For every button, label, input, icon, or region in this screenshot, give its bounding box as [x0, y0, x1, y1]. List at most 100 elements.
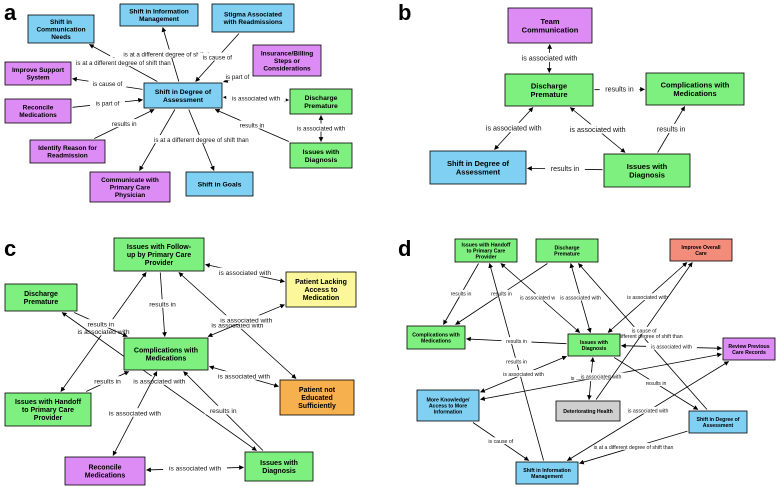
edge-b2-b5: is associated with	[563, 107, 632, 153]
node-d8: Deteriorating Health	[555, 400, 621, 422]
node-box	[555, 400, 621, 422]
node-label-line: Issues with Handoff	[15, 399, 82, 406]
edge-label: is associated with	[651, 345, 692, 351]
edge-label-background	[651, 123, 691, 134]
edge-a6-a12: is at a different degree of shift than	[140, 109, 263, 171]
node-label-line: Information	[434, 409, 463, 415]
node-box	[567, 333, 621, 357]
edge-d5-d3: is associated with	[607, 262, 688, 333]
node-label-line: Communication	[522, 25, 579, 34]
node-label-line: Patient not	[299, 387, 336, 394]
edge-label: is associated with	[522, 55, 578, 63]
edge-label-background	[515, 52, 584, 63]
edge-label: results in	[506, 339, 527, 345]
edge-label-background	[555, 293, 606, 301]
node-label-line: Deteriorating Health	[563, 409, 613, 415]
edge-label-background	[198, 52, 237, 61]
edge-label-background	[484, 437, 518, 445]
edge-label: results in	[149, 301, 176, 308]
edge-d9-d10: is at a different degree of shift than	[579, 430, 688, 465]
node-box	[143, 82, 223, 109]
node-box	[289, 142, 353, 169]
node-label-line: Shift in Degree of	[697, 417, 740, 423]
node-label-line: Shift in Degree of	[155, 89, 212, 96]
node-label-line: Provider	[34, 415, 63, 422]
edge-d7-d10: is cause of	[472, 422, 530, 461]
edge-a6-a5: is cause of	[72, 77, 143, 90]
node-label-line: Identify Reason for	[38, 145, 97, 152]
edge-label-background	[213, 267, 277, 277]
edge-label: is associated with	[628, 409, 669, 415]
edge-c5-c4: is associated with	[209, 365, 279, 388]
edge-label-background	[622, 406, 674, 414]
edge-label: results in	[506, 360, 527, 366]
edge-label-background	[62, 58, 185, 67]
node-label-line: Assessment	[163, 97, 204, 104]
node-label-line: Premature	[304, 103, 338, 110]
edge-label-background	[226, 93, 286, 102]
node-label-line: Review Previous	[728, 344, 769, 350]
edge-label: is at a different degree of shift than	[123, 51, 218, 58]
node-box	[119, 3, 199, 27]
node-label-line: Medications	[19, 112, 57, 119]
node-label-line: Issues with Handoff	[462, 242, 511, 248]
node-box	[4, 392, 92, 427]
node-label-line: Diagnosis	[582, 346, 607, 352]
panel-letter-d: d	[398, 236, 411, 261]
node-label-line: Access to	[304, 287, 337, 294]
node-label-line: Medications	[85, 472, 126, 479]
node-box	[244, 451, 314, 482]
edge-b5-b3: results in	[651, 106, 691, 153]
node-box	[722, 337, 776, 361]
edge-label: is associated with	[109, 410, 161, 417]
edge-label: results in	[605, 86, 633, 94]
edge-label-background	[599, 83, 640, 94]
node-label-line: Steps or	[274, 58, 300, 65]
edge-d8-d3: is cause of	[595, 262, 693, 400]
node-label-line: Insurance/Billing	[261, 50, 313, 57]
node-label-line: Needs	[51, 34, 71, 41]
node-box	[688, 410, 748, 434]
edge-label: is associated with	[232, 96, 281, 103]
node-label-line: Reconcile	[88, 464, 121, 471]
edge-label: results in	[87, 321, 114, 328]
edge-c1-c4: results in	[143, 272, 182, 337]
edge-label: is at a different degree of shift than	[154, 137, 249, 144]
node-label-line: Educated	[301, 395, 333, 402]
node-label-line: Medications	[421, 338, 451, 344]
node-box	[507, 7, 593, 44]
edge-d6-d5: is associated with	[621, 342, 722, 351]
node-box	[406, 325, 466, 350]
node-label-line: Reconcile	[23, 105, 54, 112]
node-label-line: Premature	[554, 251, 580, 257]
node-label-line: to Primary Care	[22, 407, 74, 414]
node-label-line: Issues with	[580, 340, 608, 346]
node-label-line: Shift in	[50, 19, 72, 26]
edge-label: results in	[657, 126, 685, 134]
edge-label-background	[622, 293, 673, 301]
node-box	[113, 237, 205, 272]
edge-c6-c4: results in	[86, 371, 130, 392]
node-box	[603, 153, 691, 188]
edge-label: is cause of	[93, 81, 123, 88]
edge-a4-a6: is part of	[220, 72, 255, 83]
edge-label: is associated with	[220, 318, 272, 325]
node-label-line: Medications	[146, 355, 187, 362]
edge-a10-a6: results in	[214, 109, 289, 142]
edge-d2-d5: is associated with	[555, 263, 606, 333]
panel-letter-b: b	[398, 0, 411, 25]
node-label-line: Discharge	[554, 245, 579, 251]
node-box	[454, 238, 518, 263]
edge-label: is at a different degree of shift than	[603, 334, 683, 340]
